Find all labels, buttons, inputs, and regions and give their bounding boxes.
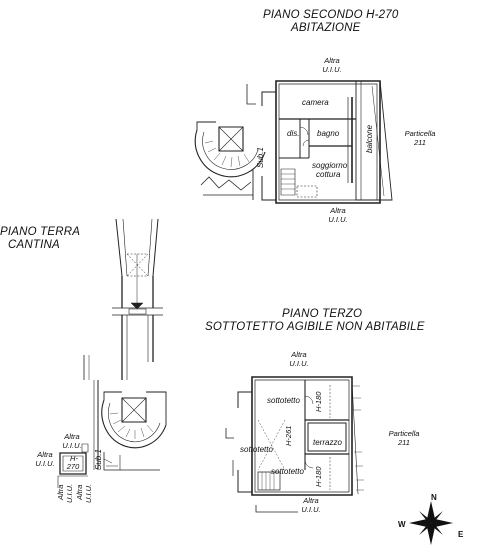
ground-floor-altra-vert-2: U.I.U. [65, 483, 74, 503]
third-floor-particella-2: 211 [398, 438, 410, 447]
third-floor-altra-bottom-1: Altra [303, 496, 319, 505]
second-floor-plan [195, 81, 392, 203]
room-label-sottotetto-3: sottotetto [271, 467, 304, 476]
second-floor-particella-1: Particella [404, 129, 436, 138]
compass-rose [409, 501, 453, 545]
third-floor-altra-bottom-2: U.I.U. [301, 505, 321, 514]
third-floor-title-line2: SOTTOTETTO AGIBILE NON ABITABILE [205, 321, 425, 333]
room-label-bagno: bagno [317, 129, 340, 138]
compass-west-label: W [398, 520, 406, 529]
room-label-sottotetto-2: sottotetto [240, 445, 273, 454]
ground-floor-title-line2: CANTINA [8, 239, 60, 251]
cantina-height-value: 270 [66, 462, 80, 471]
room-label-cottura: cottura [316, 170, 341, 179]
ground-floor-altra-left-2: U.I.U. [35, 459, 55, 468]
third-floor-altra-top-1: Altra [291, 350, 307, 359]
room-label-soggiorno: soggiorno [312, 161, 348, 170]
second-floor-altra-top-1: Altra [324, 56, 340, 65]
ground-floor-staircase [102, 392, 166, 448]
balcone-outline [356, 81, 392, 200]
room-label-sottotetto-1: sottotetto [267, 396, 300, 405]
third-floor-plan [226, 377, 364, 512]
second-floor-altra-top-2: U.I.U. [322, 65, 342, 74]
ground-floor-altra-2: U.I.U. [62, 441, 82, 450]
third-floor-altra-top-2: U.I.U. [289, 359, 309, 368]
second-floor-title-line1: PIANO SECONDO H-270 [263, 9, 399, 21]
second-floor-particella-2: 211 [414, 138, 426, 147]
second-floor-altra-bottom-2: U.I.U. [328, 215, 348, 224]
height-label-h180-top: H-180 [314, 391, 323, 412]
second-floor-title-line2: ABITAZIONE [291, 22, 361, 34]
ground-floor-altra-vert-3: Altra [75, 484, 84, 500]
room-label-camera: camera [302, 98, 329, 107]
second-floor-staircase [195, 122, 265, 200]
ground-floor-plan [58, 219, 166, 488]
terrazzo-room [308, 423, 346, 451]
ground-floor-sub-label: Sub.1 [94, 449, 103, 470]
second-floor-altra-bottom-1: Altra [330, 206, 346, 215]
compass-north-label: N [431, 493, 437, 502]
height-label-h180-bottom: H-180 [314, 466, 323, 487]
ground-floor-title-line1: PIANO TERRA [0, 226, 81, 238]
third-floor-particella-1: Particella [388, 429, 420, 438]
ground-floor-altra-vert-1: Altra [56, 484, 65, 500]
room-label-dis: dis. [287, 129, 300, 138]
third-floor-outer-wall [252, 377, 352, 495]
cantina-room [60, 453, 86, 474]
second-floor-sub-label: Sub.1 [256, 147, 265, 168]
cantina-height-prefix: H- [70, 454, 78, 463]
height-label-h261: H-261 [284, 425, 293, 446]
ground-floor-altra-1: Altra [64, 432, 80, 441]
second-floor-outer-wall [276, 81, 380, 203]
room-label-balcone: balcone [365, 124, 374, 153]
ground-floor-altra-vert-4: U.I.U. [84, 483, 93, 503]
third-floor-title-line1: PIANO TERZO [282, 308, 363, 320]
ground-floor-altra-left-1: Altra [37, 450, 53, 459]
room-label-terrazzo: terrazzo [313, 438, 342, 447]
compass-east-label: E [458, 530, 464, 539]
